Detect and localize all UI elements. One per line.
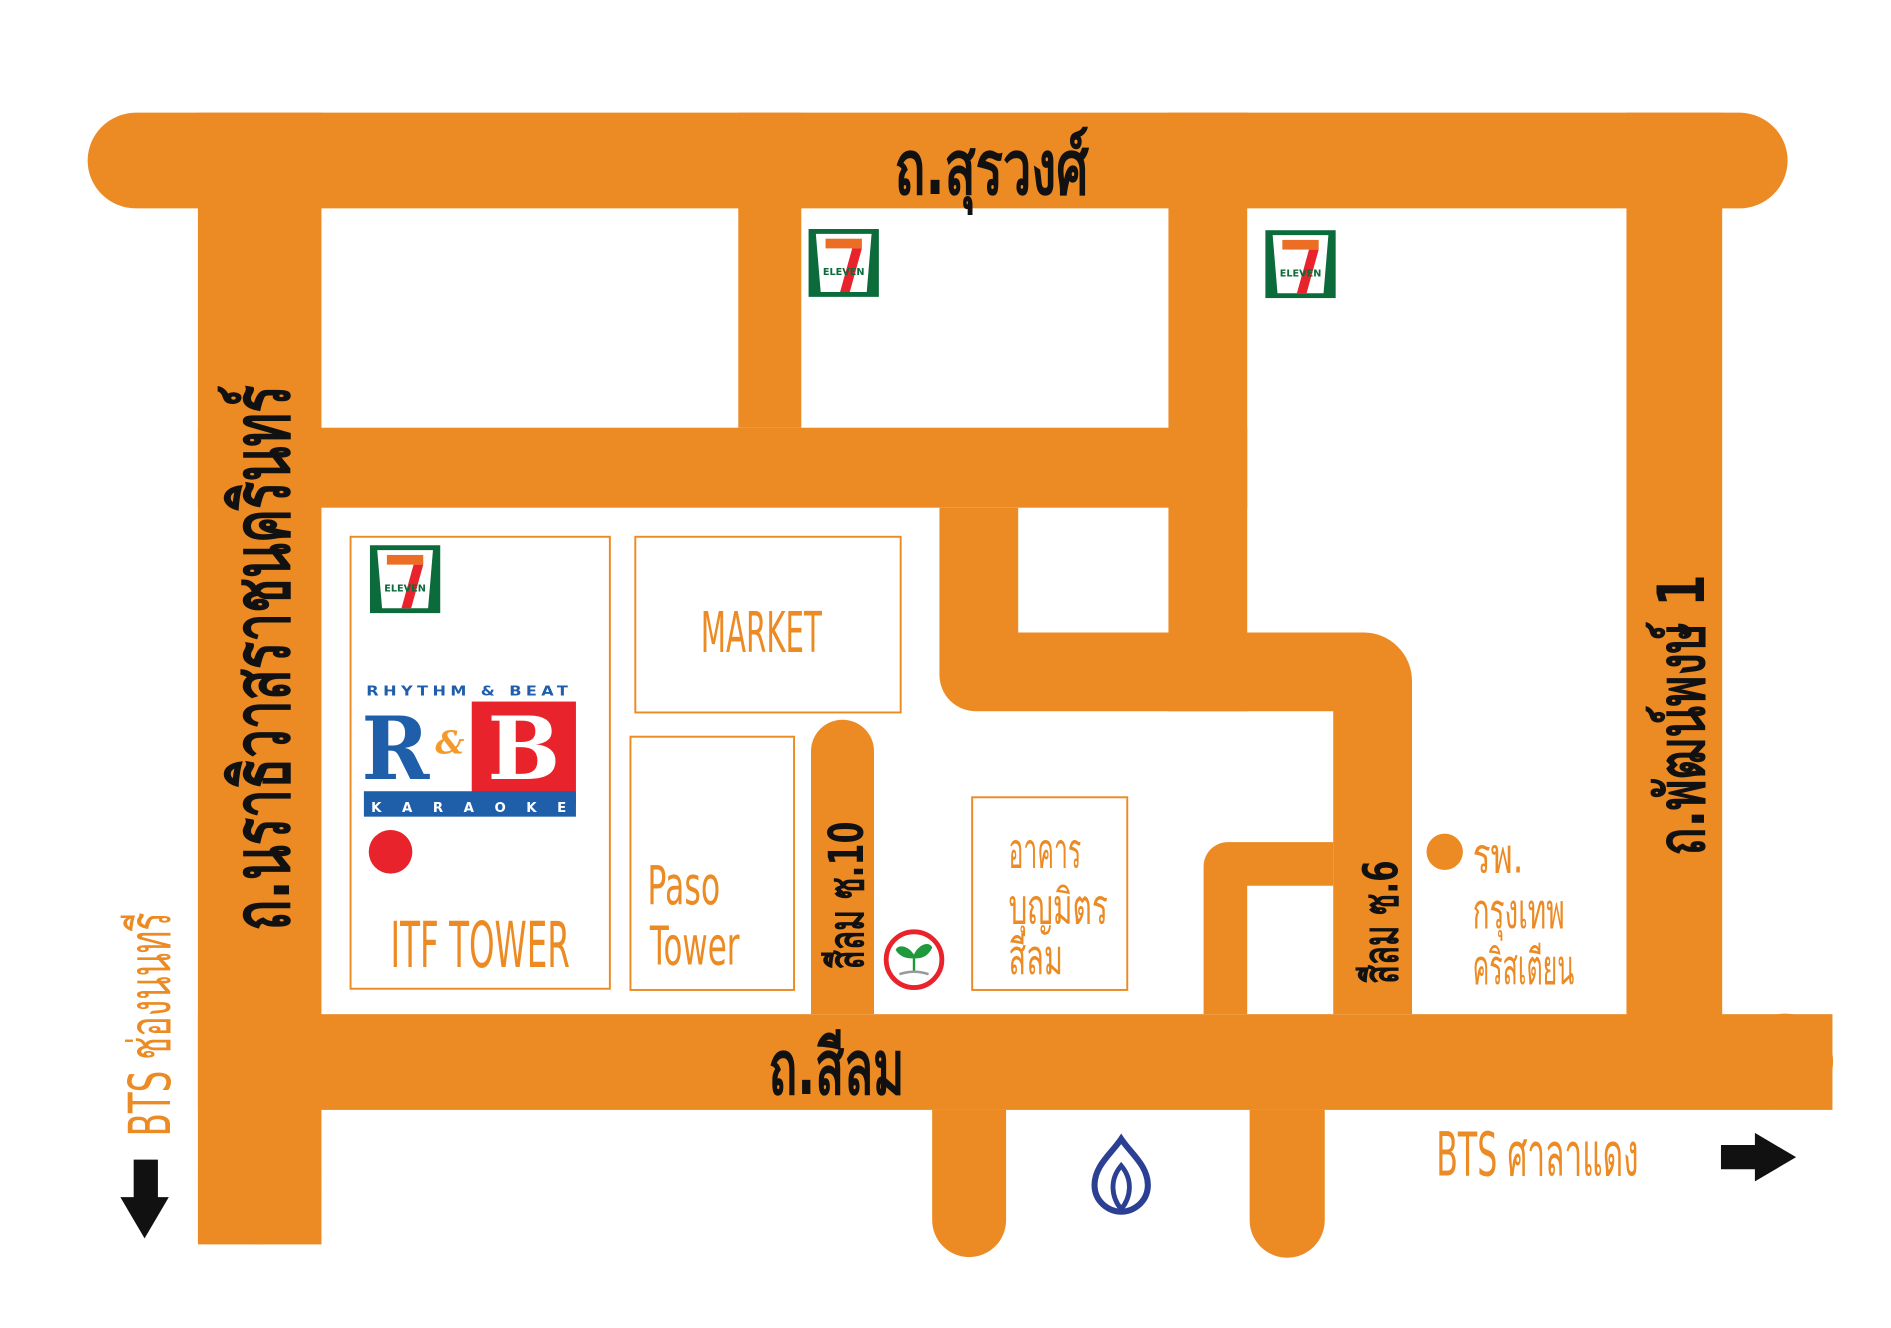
label-bts-sala-daeng: BTS ศาลาแดง xyxy=(1436,1120,1638,1190)
label-paso-1: Paso xyxy=(647,855,720,917)
rb-karaoke-logo: RHYTHM & BEAT R & B KARAOKE xyxy=(361,685,576,817)
svg-text:ELEVEN: ELEVEN xyxy=(823,267,865,278)
svg-text:RHYTHM & BEAT: RHYTHM & BEAT xyxy=(366,685,572,700)
road-small-stub xyxy=(1203,842,1334,1015)
svg-text:R: R xyxy=(361,697,429,800)
label-bts-chong-nonsi: BTS ช่องนนทรี xyxy=(116,912,184,1136)
label-paso-2: Tower xyxy=(649,915,739,977)
svg-text:&: & xyxy=(435,725,465,762)
kbank-icon xyxy=(883,929,945,990)
label-soi6: สีลม ซ.6 xyxy=(1353,860,1409,984)
svg-text:ELEVEN: ELEVEN xyxy=(1280,268,1322,279)
road-top-soi xyxy=(738,112,802,428)
road-surawong xyxy=(87,112,1788,209)
svg-text:B: B xyxy=(487,697,560,800)
road-bottom-stub-2 xyxy=(1249,1109,1325,1258)
label-narathiwat: ถ.นราธิวาสราชนครินทร์ xyxy=(215,385,308,930)
road-silom xyxy=(197,1014,1833,1110)
road-center-soi xyxy=(1168,112,1248,712)
label-silom: ถ.สีลม xyxy=(769,1024,905,1112)
boonmitr-block xyxy=(971,796,1129,991)
label-boonmitr-2: บุญมิตร xyxy=(1009,879,1108,936)
road-soi10 xyxy=(811,719,875,1015)
label-hospital-2: กรุงเทพ xyxy=(1473,884,1565,941)
arrow-down-icon xyxy=(120,1159,169,1239)
label-hospital-3: คริสเตียน xyxy=(1473,940,1575,996)
label-hospital-1: รพ. xyxy=(1473,828,1524,884)
road-bent-soi xyxy=(939,507,1412,1015)
seven-eleven-icon: ELEVEN xyxy=(808,229,879,297)
road-bottom-stub-1 xyxy=(932,1109,1007,1258)
bangkok-bank-icon xyxy=(1091,1133,1151,1215)
seven-eleven-icon: ELEVEN xyxy=(1265,230,1336,299)
market-block xyxy=(634,535,902,714)
rb-red-square xyxy=(471,701,576,806)
location-marker-icon xyxy=(368,830,413,874)
road-narathiwat-end xyxy=(197,1120,322,1245)
label-boonmitr-3: สีลม xyxy=(1009,930,1064,986)
road-patpong xyxy=(1626,112,1723,1058)
svg-text:ELEVEN: ELEVEN xyxy=(384,583,426,594)
arrow-right-icon xyxy=(1720,1132,1797,1182)
label-soi10: สีลม ซ.10 xyxy=(819,822,875,970)
itf-tower-block xyxy=(349,535,611,990)
hospital-marker-icon xyxy=(1426,833,1463,870)
label-itf-tower: ITF TOWER xyxy=(391,909,570,982)
road-network xyxy=(87,112,1834,1258)
paso-tower-block xyxy=(629,735,796,991)
seven-eleven-icon: ELEVEN xyxy=(369,545,441,614)
label-patpong: ถ.พัฒน์พงษ์ 1 xyxy=(1644,574,1720,855)
label-market: MARKET xyxy=(701,601,823,666)
road-mid xyxy=(197,427,1248,508)
label-surawong: ถ.สุรวงศ์ xyxy=(895,124,1090,216)
label-boonmitr-1: อาคาร xyxy=(1009,824,1082,880)
road-silom-end xyxy=(1737,1013,1834,1110)
